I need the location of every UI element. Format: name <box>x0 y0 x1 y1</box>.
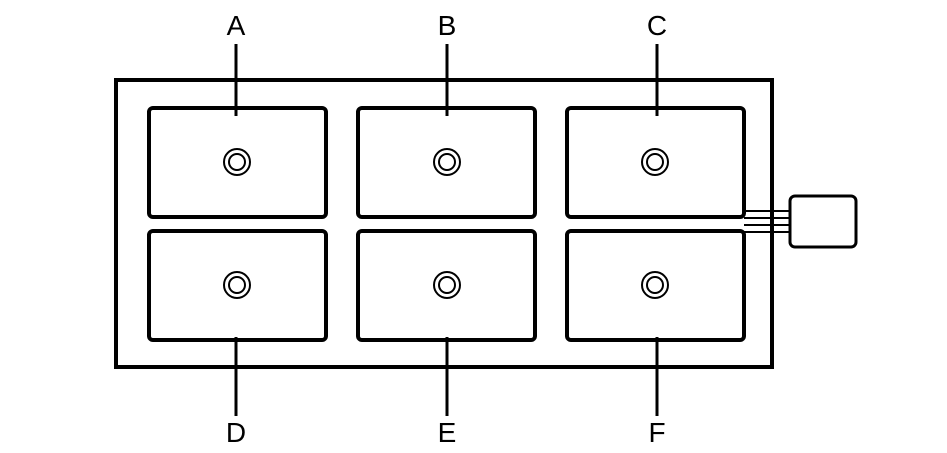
outer-frame <box>114 78 774 369</box>
connector-plug <box>788 194 858 249</box>
label-c: C <box>647 10 667 41</box>
label-f: F <box>648 417 665 448</box>
cell-e <box>356 229 537 342</box>
label-b: B <box>438 10 457 41</box>
label-d: D <box>226 417 246 448</box>
connector-wires <box>744 210 790 233</box>
cell-f <box>565 229 746 342</box>
terminal-f <box>641 271 669 299</box>
label-e: E <box>438 417 457 448</box>
label-a: A <box>227 10 246 41</box>
terminal-d <box>223 271 251 299</box>
terminal-c <box>641 148 669 176</box>
terminal-e <box>433 271 461 299</box>
cell-c <box>565 106 746 219</box>
cell-b <box>356 106 537 219</box>
cell-d <box>147 229 328 342</box>
terminal-b <box>433 148 461 176</box>
cell-a <box>147 106 328 219</box>
terminal-a <box>223 148 251 176</box>
